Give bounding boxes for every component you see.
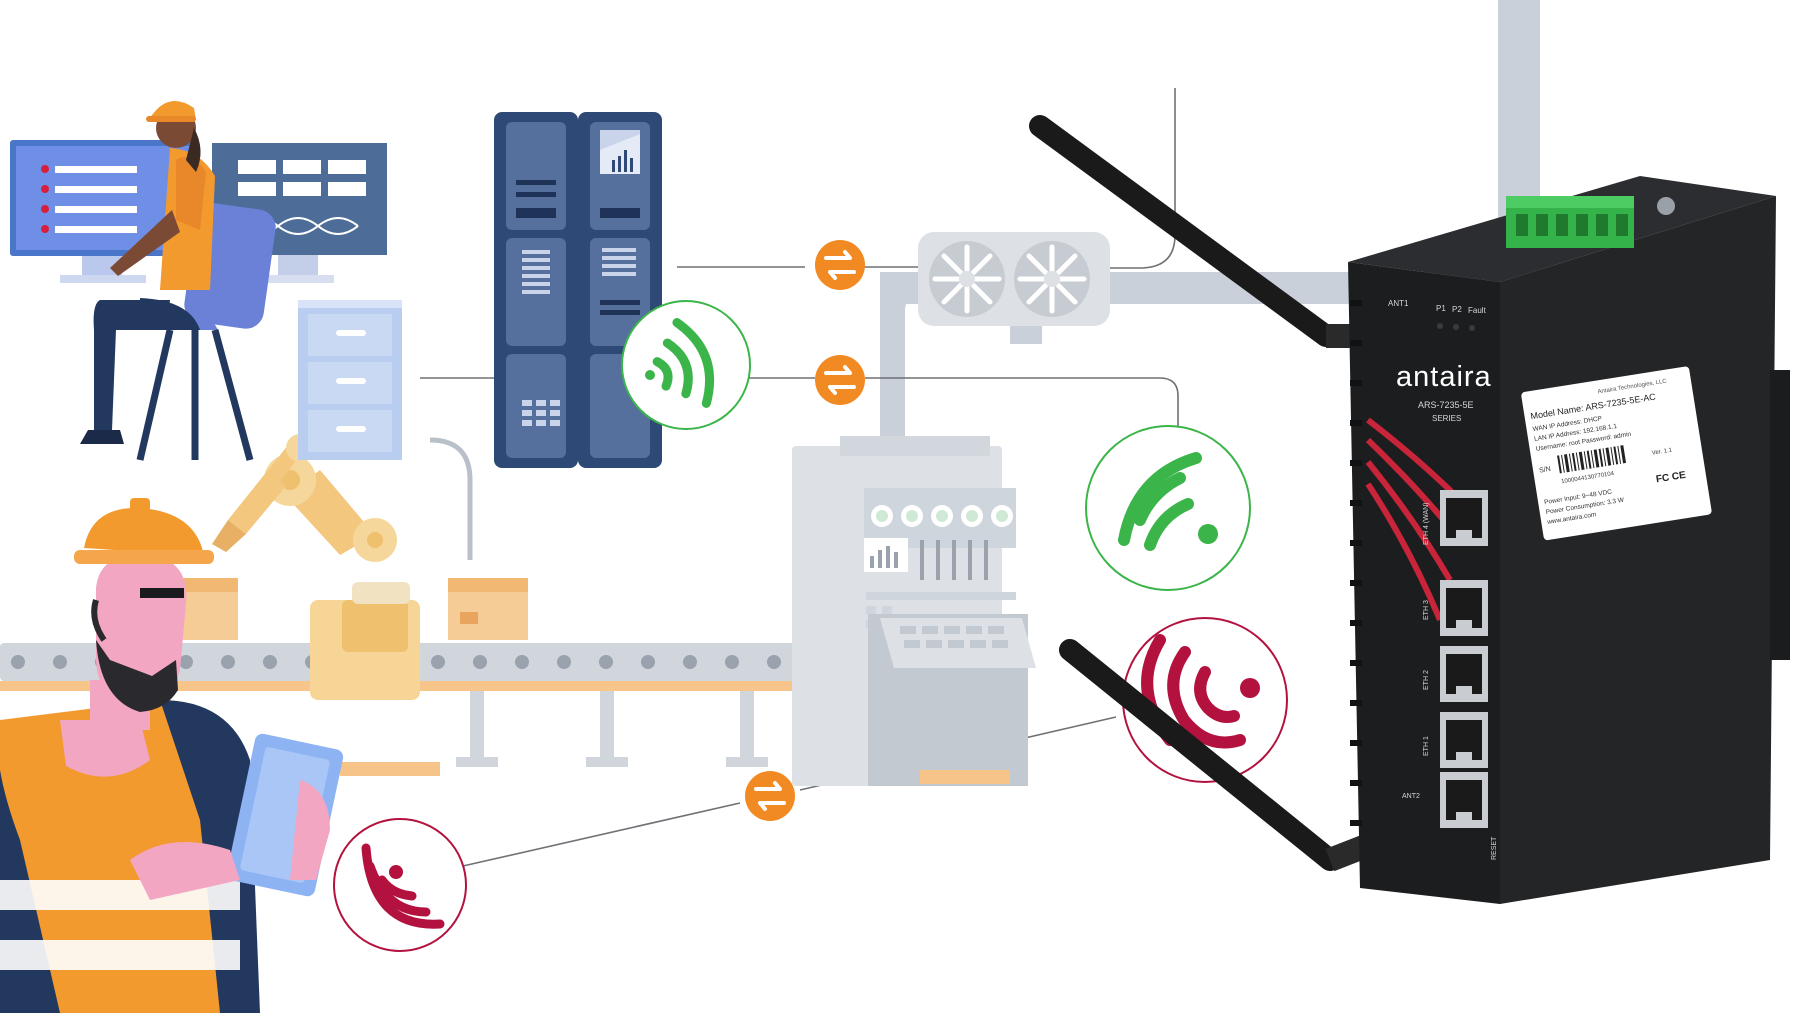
router-model-series: ARS-7235-5E: [1418, 400, 1474, 410]
router-series-label: SERIES: [1432, 414, 1461, 423]
ethernet-port: [1440, 772, 1488, 828]
file-cabinet: [298, 300, 402, 460]
ethernet-port: [1440, 580, 1488, 636]
exchange-arrows-icon: [815, 355, 865, 405]
router-port-label-eth3: ETH 3: [1423, 600, 1430, 620]
ethernet-port: [1440, 646, 1488, 702]
power-terminal-block: [1506, 196, 1634, 248]
sticker-version: Ver. 1.1: [1651, 448, 1673, 457]
wifi-signal-icon: [1085, 425, 1251, 591]
ethernet-port: [1440, 712, 1488, 768]
wifi-signal-icon: [621, 300, 751, 430]
router-antenna-label-2: ANT2: [1402, 793, 1420, 800]
router-reset-label: RESET: [1491, 836, 1498, 860]
router-led-p2: P2: [1452, 305, 1462, 314]
sticker-sn-label: S/N: [1539, 466, 1552, 475]
ethernet-ports: [1440, 490, 1488, 828]
product-label-sticker: Antaira Technologies, LLC Model Name: AR…: [1521, 366, 1712, 541]
router-led-p1: P1: [1436, 304, 1446, 313]
exchange-arrows-icon: [815, 240, 865, 290]
router-port-label-wan: ETH 4 (WAN): [1423, 502, 1430, 545]
router-brand-logo: antaira: [1396, 361, 1492, 393]
sticker-cert-marks: FC CE: [1655, 470, 1687, 486]
hazard-stripe: [340, 762, 440, 776]
router-antenna-label: ANT1: [1388, 299, 1409, 308]
router-led-fault: Fault: [1468, 306, 1487, 315]
worker-with-tablet: [0, 498, 344, 1013]
ventilation-fans: [918, 232, 1110, 326]
server-racks: [494, 112, 662, 468]
wifi-signal-icon: [333, 818, 467, 952]
exchange-arrows-icon: [745, 771, 795, 821]
control-terminal: [792, 436, 1036, 786]
computer-monitors: [10, 140, 387, 283]
barcode: [1557, 445, 1627, 474]
router-port-label-eth1: ETH 1: [1423, 736, 1430, 756]
worker-at-desk: [80, 100, 276, 461]
industrial-router: ANT1 P1 P2 Fault antaira ARS-7235-5E SER…: [1029, 115, 1790, 904]
ethernet-port: [1440, 490, 1488, 546]
heat-fins: [1350, 300, 1362, 826]
router-port-label-eth2: ETH 2: [1423, 670, 1430, 690]
